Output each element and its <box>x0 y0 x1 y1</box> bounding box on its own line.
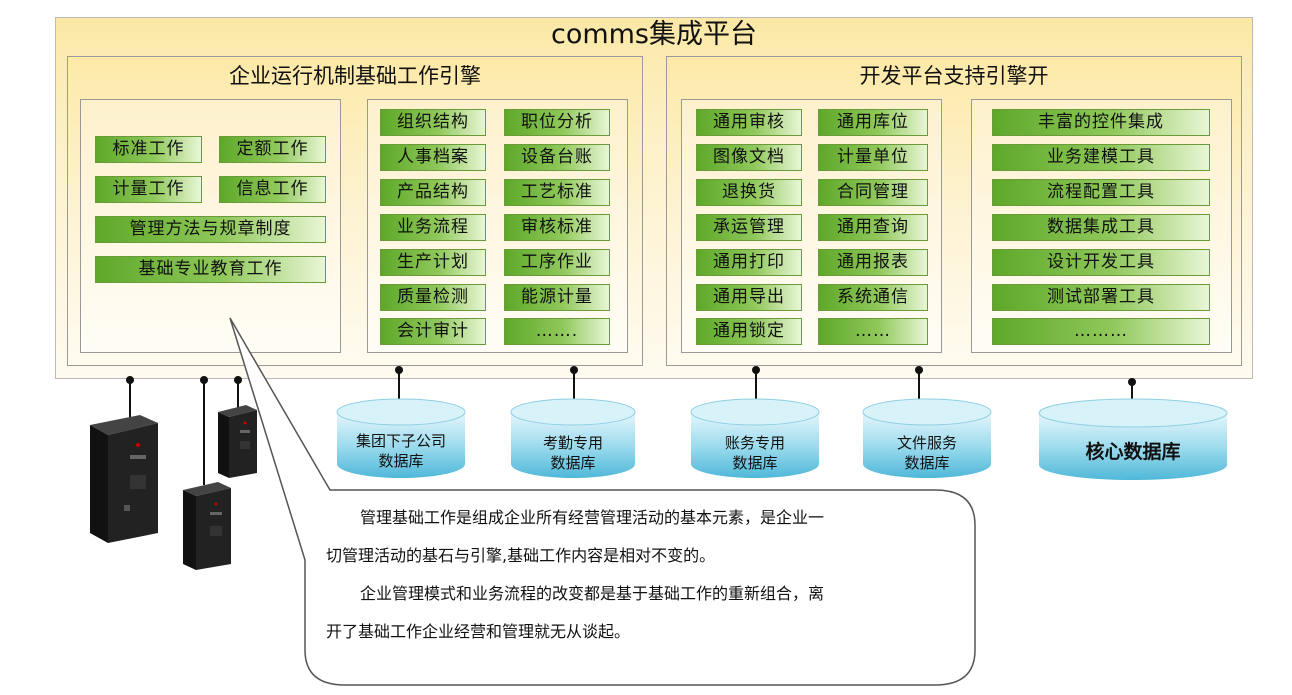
connector-line <box>237 380 239 410</box>
module-item[interactable]: 业务流程 <box>380 214 486 241</box>
basic-work-panel: 标准工作 定额工作 计量工作 信息工作 管理方法与规章制度 基础专业教育工作 <box>80 99 341 353</box>
module-item[interactable]: 产品结构 <box>380 179 486 206</box>
business-modules-panel: 组织结构 人事档案 产品结构 业务流程 生产计划 质量检测 会计审计 职位分析 … <box>367 99 628 353</box>
description-line: 管理基础工作是组成企业所有经营管理活动的基本元素，是企业一 <box>360 508 825 527</box>
database-label: 账务专用 <box>724 434 785 452</box>
basic-item[interactable]: 基础专业教育工作 <box>95 256 326 283</box>
connector-dot <box>234 376 242 384</box>
database-icon <box>336 398 466 478</box>
module-item[interactable]: 质量检测 <box>380 284 486 311</box>
basic-item[interactable]: 管理方法与规章制度 <box>95 216 326 243</box>
common-item[interactable]: 通用审核 <box>696 109 802 136</box>
module-item[interactable]: 工艺标准 <box>504 179 610 206</box>
tool-item[interactable]: 流程配置工具 <box>992 179 1210 206</box>
common-item[interactable]: 退换货 <box>696 179 802 206</box>
database-accounting: 账务专用 数据库 <box>690 398 820 480</box>
database-label: 数据库 <box>732 454 778 472</box>
common-item[interactable]: 通用库位 <box>818 109 928 136</box>
database-core: 核心数据库 <box>1038 398 1228 482</box>
database-label: 数据库 <box>904 454 950 472</box>
common-item[interactable]: 通用查询 <box>818 214 928 241</box>
database-label: 文件服务 <box>896 434 957 452</box>
tool-item[interactable]: 设计开发工具 <box>992 249 1210 276</box>
module-item[interactable]: 组织结构 <box>380 109 486 136</box>
database-icon <box>510 398 636 478</box>
common-item[interactable]: 通用导出 <box>696 284 802 311</box>
common-item[interactable]: 计量单位 <box>818 144 928 171</box>
common-item[interactable]: 系统通信 <box>818 284 928 311</box>
connector-dot <box>395 366 403 374</box>
tool-item[interactable]: ……… <box>992 318 1210 345</box>
database-label: 数据库 <box>550 454 596 472</box>
common-item[interactable]: 通用打印 <box>696 249 802 276</box>
right-engine-title: 开发平台支持引擎开 <box>859 64 1049 88</box>
server-icon <box>183 482 231 570</box>
database-icon <box>1038 398 1228 480</box>
database-label: 核心数据库 <box>1085 441 1181 463</box>
database-file-service: 文件服务 数据库 <box>862 398 992 480</box>
connector-line <box>129 380 131 420</box>
module-item[interactable]: 工序作业 <box>504 249 610 276</box>
connector-dot <box>200 376 208 384</box>
module-item[interactable]: 会计审计 <box>380 318 486 345</box>
tool-item[interactable]: 丰富的控件集成 <box>992 109 1210 136</box>
basic-item[interactable]: 计量工作 <box>95 176 202 203</box>
common-item[interactable]: …… <box>818 318 928 345</box>
common-item[interactable]: 通用报表 <box>818 249 928 276</box>
connector-dot <box>126 376 134 384</box>
server-icon <box>90 415 158 543</box>
database-label: 考勤专用 <box>542 434 603 452</box>
basic-item[interactable]: 定额工作 <box>219 136 326 163</box>
connector-line <box>398 370 400 422</box>
connector-dot <box>570 366 578 374</box>
basic-item[interactable]: 信息工作 <box>219 176 326 203</box>
connector-line <box>918 370 920 422</box>
connector-line <box>573 370 575 422</box>
common-item[interactable]: 图像文档 <box>696 144 802 171</box>
module-item[interactable]: 设备台账 <box>504 144 610 171</box>
module-item[interactable]: 审核标准 <box>504 214 610 241</box>
connector-dot <box>752 366 760 374</box>
tool-item[interactable]: 数据集成工具 <box>992 214 1210 241</box>
tool-item[interactable]: 业务建模工具 <box>992 144 1210 171</box>
module-item[interactable]: ……. <box>504 318 610 345</box>
platform-title: comms集成平台 <box>550 19 758 50</box>
common-functions-panel: 通用审核 图像文档 退换货 承运管理 通用打印 通用导出 通用锁定 通用库位 计… <box>681 99 942 353</box>
module-item[interactable]: 职位分析 <box>504 109 610 136</box>
connector-line <box>755 370 757 422</box>
module-item[interactable]: 人事档案 <box>380 144 486 171</box>
database-label: 集团下子公司 <box>355 432 446 450</box>
database-icon <box>690 398 820 478</box>
common-item[interactable]: 合同管理 <box>818 179 928 206</box>
left-engine-title: 企业运行机制基础工作引擎 <box>229 64 481 88</box>
description-line: 企业管理模式和业务流程的改变都是基于基础工作的重新组合，离 <box>360 584 825 603</box>
description-text: 管理基础工作是组成企业所有经营管理活动的基本元素，是企业一 切管理活动的基石与引… <box>326 500 966 652</box>
module-item[interactable]: 能源计量 <box>504 284 610 311</box>
database-subsidiary: 集团下子公司 数据库 <box>336 398 466 480</box>
common-item[interactable]: 通用锁定 <box>696 318 802 345</box>
database-icon <box>862 398 992 478</box>
description-line: 开了基础工作企业经营和管理就无从谈起。 <box>326 622 631 641</box>
server-icon <box>218 405 257 478</box>
common-item[interactable]: 承运管理 <box>696 214 802 241</box>
module-item[interactable]: 生产计划 <box>380 249 486 276</box>
database-label: 数据库 <box>378 452 424 470</box>
tool-item[interactable]: 测试部署工具 <box>992 284 1210 311</box>
dev-tools-panel: 丰富的控件集成 业务建模工具 流程配置工具 数据集成工具 设计开发工具 测试部署… <box>971 99 1232 353</box>
database-attendance: 考勤专用 数据库 <box>510 398 636 480</box>
basic-item[interactable]: 标准工作 <box>95 136 202 163</box>
connector-dot <box>915 366 923 374</box>
connector-dot <box>1128 378 1136 386</box>
description-line: 切管理活动的基石与引擎,基础工作内容是相对不变的。 <box>326 546 716 565</box>
connector-line <box>203 380 205 485</box>
